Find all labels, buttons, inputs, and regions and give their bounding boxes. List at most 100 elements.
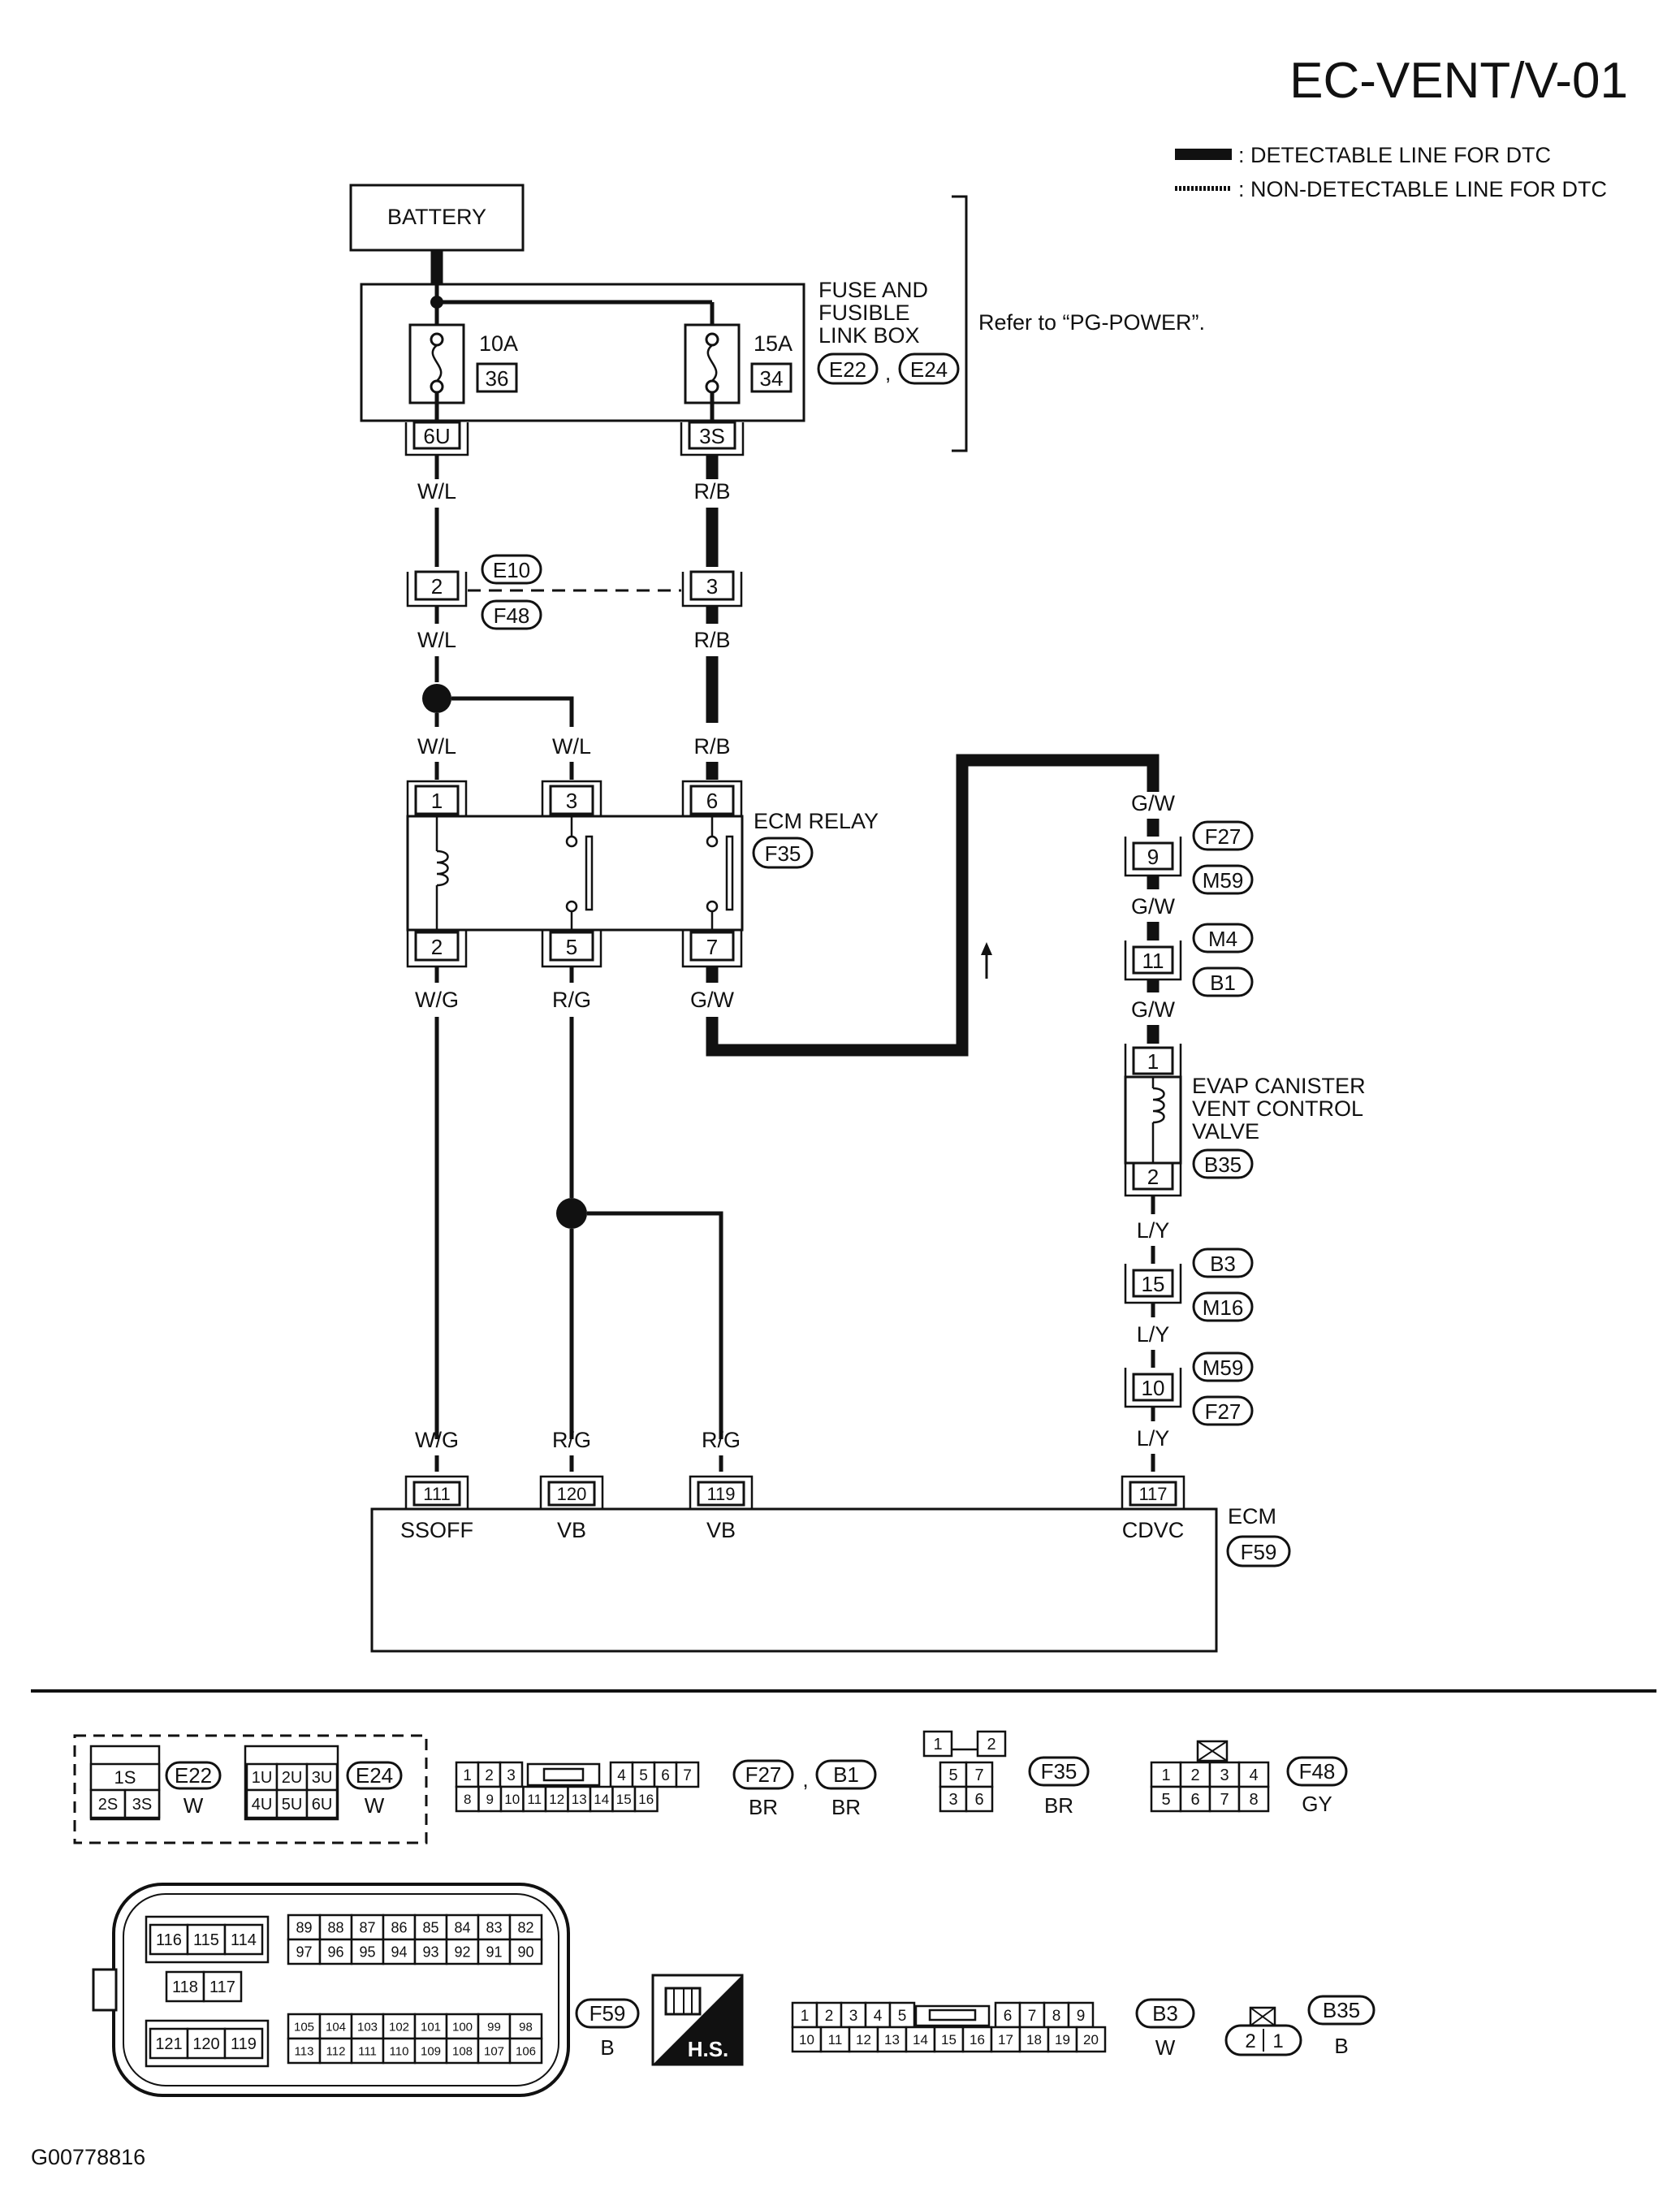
wire-label-rb-3: R/B <box>693 734 730 759</box>
f59d-82-cell <box>508 1913 543 1941</box>
wire-gw-detectable-path <box>706 754 1160 1057</box>
f59-side-latch <box>92 1968 118 2012</box>
fuse-34-top-terminal <box>705 332 719 347</box>
legend-non-detectable: : NON-DETECTABLE LINE FOR DTC <box>1238 177 1607 201</box>
f59g-112-cell <box>318 2037 353 2065</box>
b3-11-label: 11 <box>828 2032 843 2047</box>
valve-pin-2-label: 2 <box>1147 1165 1159 1189</box>
f59f-100-label: 100 <box>452 2020 473 2034</box>
f59f-102-label: 102 <box>389 2020 409 2034</box>
valve-label-2: VENT CONTROL <box>1192 1096 1363 1121</box>
fuse-34-number: 34 <box>760 366 784 391</box>
b3-18-label: 18 <box>1026 2032 1042 2047</box>
ecm-term-ssoff: SSOFF <box>400 1518 473 1542</box>
relay-pin-1-label: 1 <box>431 789 443 813</box>
b3-20-label: 20 <box>1083 2032 1099 2047</box>
conn-view-f27-tag: F27 <box>745 1762 782 1787</box>
conn-9-box <box>1132 841 1174 871</box>
ecm-body <box>370 1507 1218 1653</box>
terminal-3s-label: 3S <box>699 424 725 448</box>
b3-4-label: 4 <box>874 2008 883 2025</box>
b3-2-label: 2 <box>825 2008 834 2025</box>
wire-label-rb-2: R/B <box>693 628 730 652</box>
conn-view-b1-tag: B1 <box>833 1762 859 1787</box>
f59e-90-cell <box>508 1938 543 1965</box>
conn-view-e24-tag-pill <box>346 1761 403 1790</box>
legend: : DETECTABLE LINE FOR DTC : NON-DETECTAB… <box>1175 143 1607 201</box>
f27-1-label: 1 <box>463 1767 472 1784</box>
valve-label-1: EVAP CANISTER <box>1192 1074 1366 1098</box>
hs-harness-badge: H.S. <box>651 1974 744 2066</box>
e24-5U-label: 5U <box>282 1796 303 1814</box>
fuse-34-element <box>706 344 718 382</box>
conn-view-e24-tag: E24 <box>356 1763 393 1788</box>
tag-b1-pill <box>1192 966 1254 997</box>
conn-11-box <box>1132 945 1174 975</box>
f59d-89-label: 89 <box>296 1919 312 1935</box>
ecm-pin-120: 120 <box>557 1484 587 1504</box>
conn-view-f59-tag: F59 <box>590 2001 626 2026</box>
fuse-36-element <box>431 344 443 382</box>
splice-wl <box>422 684 451 713</box>
fuse-34-bottom-terminal <box>705 379 719 394</box>
detectable-line-swatch <box>1175 149 1232 160</box>
e22-1S-cell <box>89 1762 161 1792</box>
b35-latch-cross <box>1250 2007 1276 2026</box>
joint-connector-e10-f48: 2 3 E10 F48 <box>406 554 743 630</box>
conn-9-pin: 9 <box>1147 845 1159 869</box>
wire-label-gw-3: G/W <box>1131 894 1176 919</box>
f59a-115-label: 115 <box>193 1931 219 1949</box>
f59e-96-label: 96 <box>327 1944 343 1960</box>
conn-view-b3-tag-pill <box>1135 1998 1195 2029</box>
relay-sw2-blade <box>725 835 734 911</box>
f59d-83-label: 83 <box>486 1919 502 1935</box>
b3-15-label: 15 <box>941 2032 957 2047</box>
tag-e24: E24 <box>910 357 948 382</box>
f59-block-c-frame <box>145 2019 270 2068</box>
f27-13-label: 13 <box>572 1792 587 1807</box>
tag-f27b: F27 <box>1205 1399 1242 1424</box>
f35-2-label: 2 <box>987 1736 995 1753</box>
b3-1-label: 1 <box>801 2008 810 2025</box>
f35-7-label: 7 <box>974 1766 983 1784</box>
f59c-119-cell <box>223 2027 264 2060</box>
b3-17-label: 17 <box>998 2032 1013 2047</box>
f27-10-label: 10 <box>504 1792 520 1807</box>
e24-2U-label: 2U <box>282 1769 303 1787</box>
ecm-pin-111: 111 <box>423 1484 450 1504</box>
f59c-120-cell <box>186 2027 227 2060</box>
f27-8-label: 8 <box>464 1792 471 1807</box>
wire-label-gw-4: G/W <box>1131 997 1176 1022</box>
conn-view-comma: , <box>802 1767 808 1792</box>
f59g-111-cell <box>350 2037 385 2065</box>
wire-label-wl-3: W/L <box>417 734 456 759</box>
splice-rg <box>556 1198 587 1229</box>
f35-3-cell <box>939 1785 968 1813</box>
f27-11-label: 11 <box>527 1792 542 1807</box>
fuse-box-label-1: FUSE AND <box>818 278 928 302</box>
f27-7-cell <box>675 1761 700 1788</box>
tag-comma: , <box>885 361 891 385</box>
ecm-term-vb-2: VB <box>706 1518 736 1542</box>
conn-11-pin: 11 <box>1142 949 1164 973</box>
tag-b35-pill <box>1192 1148 1254 1179</box>
f59c-121-cell <box>149 2027 189 2060</box>
b3-13-label: 13 <box>884 2032 900 2047</box>
f48-1-label: 1 <box>1161 1766 1170 1784</box>
tag-m16: M16 <box>1203 1295 1244 1320</box>
tag-e22: E22 <box>829 357 866 382</box>
f27-4-label: 4 <box>617 1767 626 1784</box>
f27-14-label: 14 <box>594 1792 609 1807</box>
tag-m59: M59 <box>1203 868 1244 893</box>
ecm-relay: 1 3 6 2 5 7 ECM RELAY <box>406 780 879 968</box>
f59e-90-label: 90 <box>517 1944 533 1960</box>
b3-7-cell <box>1018 2001 1046 2029</box>
b3-14-label: 14 <box>913 2032 928 2047</box>
f35-3-label: 3 <box>948 1791 957 1809</box>
tag-m4-pill <box>1192 923 1254 953</box>
splice-wl-branch <box>451 696 574 727</box>
joint-pin-2-box <box>414 570 460 601</box>
b3-20-cell <box>1075 2026 1107 2053</box>
legend-detectable: : DETECTABLE LINE FOR DTC <box>1238 143 1551 167</box>
conn-view-b3-color: W <box>1155 2035 1176 2060</box>
